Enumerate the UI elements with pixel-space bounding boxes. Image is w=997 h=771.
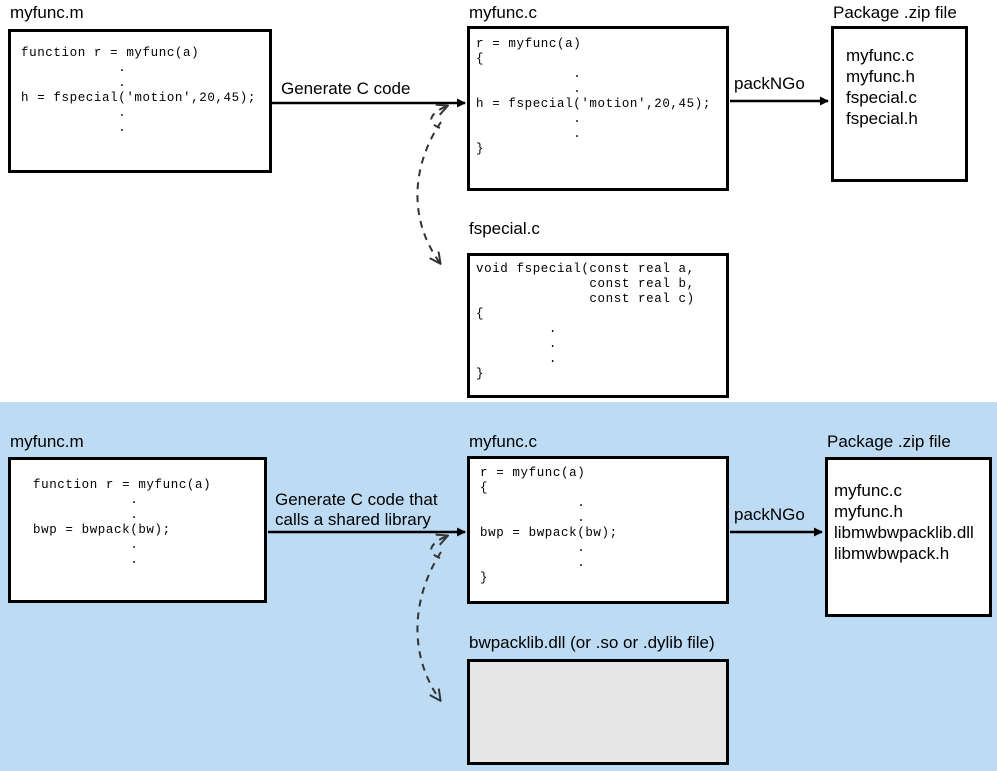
upper-generated-dashed-arrow (430, 106, 447, 129)
lower-package-box: myfunc.c myfunc.h libmwbwpacklib.dll lib… (825, 457, 992, 617)
upper-support-box: void fspecial(const real a, const real b… (467, 253, 729, 398)
upper-generated-box: r = myfunc(a) { . . h = fspecial('motion… (467, 26, 729, 191)
lower-generate-arrow-label: Generate C code that calls a shared libr… (275, 490, 438, 529)
upper-generated-caption: myfunc.c (469, 3, 538, 22)
lower-source-box: function r = myfunc(a) . . bwp = bwpack(… (8, 457, 267, 603)
upper-source-box: function r = myfunc(a) . . h = fspecial(… (8, 29, 272, 173)
lower-package-caption: Package .zip file (827, 432, 951, 451)
lower-library-caption: bwpacklib.dll (or .so or .dylib file) (469, 633, 715, 652)
lower-generated-code: r = myfunc(a) { . . bwp = bwpack(bw); . … (480, 466, 618, 585)
upper-support-caption: fspecial.c (469, 219, 540, 238)
upper-support-code: void fspecial(const real a, const real b… (476, 262, 695, 381)
upper-source-code: function r = myfunc(a) . . h = fspecial(… (21, 46, 256, 135)
upper-generated-code: r = myfunc(a) { . . h = fspecial('motion… (476, 37, 711, 156)
lower-library-box (467, 659, 729, 765)
lower-source-caption: myfunc.m (10, 432, 84, 451)
lower-packngo-arrow-label: packNGo (734, 505, 805, 524)
lower-generated-caption: myfunc.c (469, 432, 538, 451)
lower-package-file-list: myfunc.c myfunc.h libmwbwpacklib.dll lib… (834, 481, 974, 563)
lower-source-code: function r = myfunc(a) . . bwp = bwpack(… (33, 478, 212, 567)
upper-package-file-list: myfunc.c myfunc.h fspecial.c fspecial.h (846, 46, 918, 128)
upper-source-caption: myfunc.m (10, 3, 84, 22)
upper-package-caption: Package .zip file (833, 3, 957, 22)
upper-generate-arrow-label: Generate C code (281, 79, 411, 98)
upper-package-box: myfunc.c myfunc.h fspecial.c fspecial.h (831, 26, 968, 182)
upper-support-dashed-arrow (416, 121, 441, 263)
lower-generated-box: r = myfunc(a) { . . bwp = bwpack(bw); . … (467, 456, 729, 604)
upper-packngo-arrow-label: packNGo (734, 74, 805, 93)
